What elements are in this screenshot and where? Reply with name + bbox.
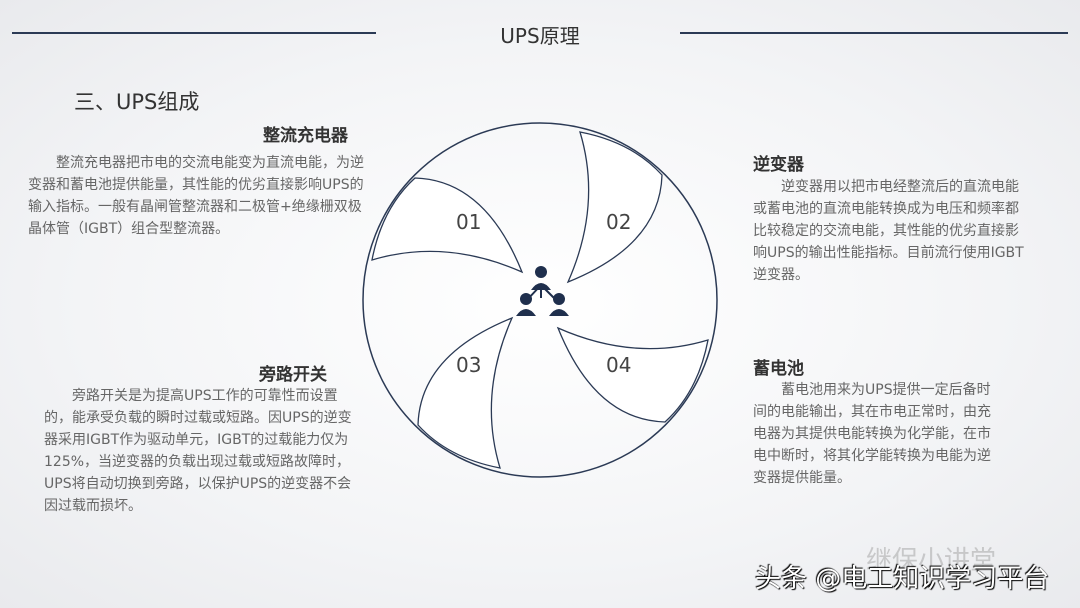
wechat-watermark: 继保小讲堂 [866,546,997,576]
blade-03 [417,316,514,469]
inverter-text: 逆变器用以把市电经整流后的直流电能或蓄电池的直流电能转换成为电压和频率都比较稳定… [753,179,1024,283]
label-03: 03 [456,353,481,377]
blade-01 [371,177,524,274]
section-heading: 三、UPS组成 [74,90,200,114]
battery-text: 蓄电池用来为UPS提供一定后备时间的电能输出，其在市电正常时，由充电器为其提供电… [753,382,991,486]
header-rule-left [12,32,376,34]
label-02: 02 [606,210,631,234]
header-rule-right [680,32,1068,34]
rectifier-title: 整流充电器 [263,126,348,146]
outer-circle [362,122,718,478]
page-title: UPS原理 [500,24,580,48]
bypass-title: 旁路开关 [259,365,327,385]
toutiao-watermark: 头条 @电工知识学习平台 [755,564,1050,594]
label-04: 04 [606,353,631,377]
bypass-text: 旁路开关是为提高UPS工作的可靠性而设置的，能承受负载的瞬时过载或短路。因UPS… [44,388,352,514]
label-01: 01 [456,210,481,234]
rectifier-text: 整流充电器把市电的交流电能变为直流电能，为逆变器和蓄电池提供能量，其性能的优劣直… [28,155,364,237]
blade-02 [566,131,663,284]
people-network-icon [516,266,569,316]
battery-title: 蓄电池 [753,359,804,379]
inverter-title: 逆变器 [753,155,804,175]
blade-04 [556,326,709,423]
